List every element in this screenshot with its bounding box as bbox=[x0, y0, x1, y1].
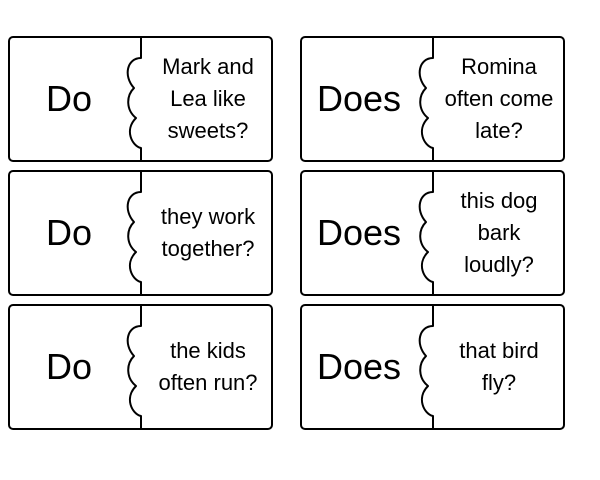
puzzle-outline-icon bbox=[300, 304, 565, 430]
puzzle-card-4[interactable]: Does this dog bark loudly? bbox=[300, 170, 565, 296]
puzzle-outline-icon bbox=[8, 36, 273, 162]
phrase-line: often come bbox=[444, 86, 554, 112]
phrase-line: Mark and bbox=[162, 54, 254, 80]
puzzle-card-5[interactable]: Do the kids often run? bbox=[8, 304, 273, 430]
question-word: Do bbox=[45, 78, 93, 119]
question-word: Do bbox=[45, 212, 93, 253]
phrase-line: fly? bbox=[481, 370, 517, 395]
phrase-line: they work bbox=[160, 204, 256, 230]
question-phrase: they work together? bbox=[146, 180, 270, 286]
question-word: Does bbox=[316, 212, 402, 253]
question-word: Do bbox=[45, 346, 93, 387]
phrase-line: loudly? bbox=[464, 251, 534, 277]
puzzle-card-6[interactable]: Does that bird fly? bbox=[300, 304, 565, 430]
question-phrase: Mark and Lea like sweets? bbox=[146, 46, 270, 152]
phrase-line: Romina bbox=[461, 54, 537, 80]
phrase-line: this dog bbox=[460, 188, 538, 214]
phrase-line: the kids bbox=[170, 338, 246, 364]
question-phrase: the kids often run? bbox=[146, 314, 270, 420]
puzzle-outline-icon bbox=[300, 36, 565, 162]
phrase-line: bark bbox=[477, 220, 521, 246]
puzzle-outline-icon bbox=[300, 170, 565, 296]
puzzle-outline-icon bbox=[8, 304, 273, 430]
phrase-line: that bird bbox=[459, 338, 539, 364]
puzzle-outline-icon bbox=[8, 170, 273, 296]
puzzle-card-3[interactable]: Do they work together? bbox=[8, 170, 273, 296]
puzzle-card-2[interactable]: Does Romina often come late? bbox=[300, 36, 565, 162]
phrase-line: sweets? bbox=[167, 117, 249, 143]
puzzle-card-1[interactable]: Do Mark and Lea like sweets? bbox=[8, 36, 273, 162]
question-phrase: Romina often come late? bbox=[434, 46, 564, 152]
phrase-line: often run? bbox=[158, 370, 258, 395]
question-word: Does bbox=[316, 346, 402, 387]
question-phrase: this dog bark loudly? bbox=[434, 180, 564, 286]
phrase-line: Lea like bbox=[170, 86, 246, 112]
phrase-line: late? bbox=[475, 117, 523, 143]
question-phrase: that bird fly? bbox=[434, 314, 564, 420]
phrase-line: together? bbox=[161, 236, 255, 261]
question-word: Does bbox=[316, 78, 402, 119]
